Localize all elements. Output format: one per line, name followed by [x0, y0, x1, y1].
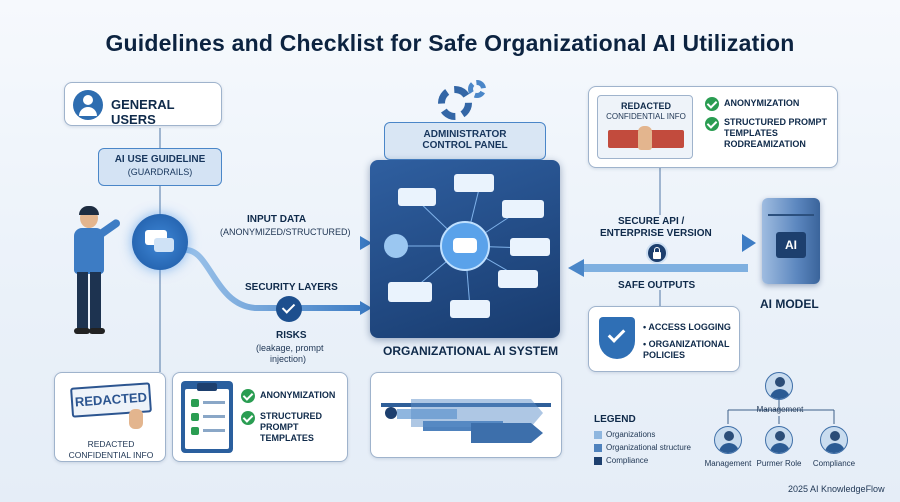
- top-right-items: ANONYMIZATION STRUCTURED PROMPT TEMPLATE…: [705, 97, 833, 150]
- guideline-label: AI USE GUIDELINE: [114, 154, 206, 165]
- risks-sub-2: injection): [270, 354, 307, 364]
- checklist-item-2: STRUCTURED PROMPT TEMPLATES: [241, 411, 345, 444]
- user-icon: [73, 90, 103, 120]
- purmer-role-avatar: [765, 426, 793, 454]
- safe-outputs-label: SAFE OUTPUTS: [618, 280, 696, 291]
- page-title: Guidelines and Checklist for Safe Organi…: [105, 30, 795, 56]
- gear-icon: [438, 86, 472, 120]
- shield-icon: [599, 317, 635, 359]
- security-check-icon: [276, 296, 302, 322]
- small-gear-icon: [468, 80, 486, 98]
- policy-item-1: • ACCESS LOGGING: [643, 322, 731, 332]
- redacted-line-2: CONFIDENTIAL INFO: [606, 112, 686, 121]
- redacted-card: REDACTED REDACTED CONFIDENTIAL INFO: [54, 372, 166, 462]
- checklist-card: ANONYMIZATION STRUCTURED PROMPT TEMPLATE…: [172, 372, 348, 462]
- checklist-item-1: ANONYMIZATION: [241, 389, 345, 403]
- redacted-line-1: REDACTED: [620, 101, 671, 111]
- pointing-hand-icon: [129, 409, 143, 429]
- check-icon: [241, 389, 255, 403]
- org-system-label: ORGANIZATIONAL AI SYSTEM: [383, 344, 559, 358]
- top-right-checklist-card: REDACTED CONFIDENTIAL INFO ANONYMIZATION…: [588, 86, 838, 168]
- redacted-doc-panel: REDACTED CONFIDENTIAL INFO: [597, 95, 693, 159]
- org-bottom-label-2: Purmer Role: [756, 459, 802, 468]
- policy-card: • ACCESS LOGGING • ORGANIZATIONAL POLICI…: [588, 306, 740, 372]
- legend: LEGEND Organizations Organizational stru…: [594, 414, 691, 466]
- person-figure: [62, 206, 122, 336]
- secure-api-line-2: ENTERPRISE VERSION: [600, 228, 712, 239]
- general-users-box: GENERAL USERS: [64, 82, 222, 127]
- legend-title: LEGEND: [594, 414, 636, 425]
- input-data-sub: (ANONYMIZED/STRUCTURED): [220, 227, 351, 237]
- legend-item-structure: Organizational structure: [594, 442, 691, 453]
- secure-api-line-1: SECURE API /: [618, 216, 685, 227]
- general-users-label: GENERAL USERS: [111, 97, 175, 127]
- timeline-card: [370, 372, 562, 458]
- risks-label: RISKS: [276, 330, 307, 341]
- top-right-item-1: ANONYMIZATION: [705, 97, 833, 111]
- org-top-label: Management: [756, 405, 804, 414]
- checklist-items: ANONYMIZATION STRUCTURED PROMPT TEMPLATE…: [241, 389, 345, 444]
- lock-icon: [646, 242, 668, 264]
- organizational-ai-system-panel: [370, 160, 560, 338]
- check-icon: [705, 97, 719, 111]
- ai-chip-label: AI: [776, 232, 806, 258]
- org-bottom-label-1: Management: [704, 459, 752, 468]
- check-icon: [241, 411, 255, 425]
- network-graph: [384, 174, 550, 318]
- management-avatar: [765, 372, 793, 400]
- check-icon: [705, 117, 719, 131]
- footer-credit: 2025 AI KnowledgeFlow: [788, 484, 885, 494]
- ai-model-server-icon: AI: [762, 198, 820, 284]
- input-data-label: INPUT DATA: [247, 214, 307, 225]
- policy-item-2: • ORGANIZATIONAL POLICIES: [643, 339, 730, 360]
- org-bottom-label-3: Compliance: [812, 459, 856, 468]
- admin-line-1: ADMINISTRATOR: [423, 129, 507, 140]
- top-right-item-2: STRUCTURED PROMPT TEMPLATES RODREAMIZATI…: [705, 117, 833, 150]
- ai-use-guideline-box: AI USE GUIDELINE (GUARDRAILS): [98, 148, 222, 186]
- compliance-avatar: [820, 426, 848, 454]
- legend-item-compliance: Compliance: [594, 455, 691, 466]
- hand-icon: [638, 126, 652, 150]
- redacted-card-line-1: REDACTED: [87, 439, 135, 449]
- admin-line-2: CONTROL PANEL: [422, 140, 508, 151]
- chat-bubble-icon: [132, 214, 188, 270]
- admin-control-panel: ADMINISTRATOR CONTROL PANEL: [384, 122, 546, 160]
- security-layers-label: SECURITY LAYERS: [245, 282, 338, 293]
- redacted-card-line-2: CONFIDENTIAL INFO: [68, 450, 154, 460]
- guideline-sub: (GUARDRAILS): [127, 167, 193, 177]
- legend-item-organizations: Organizations: [594, 429, 691, 440]
- management-avatar-2: [714, 426, 742, 454]
- clipboard-icon: [181, 381, 233, 453]
- timeline-graphic: [381, 399, 551, 443]
- ai-model-label: AI MODEL: [760, 297, 819, 311]
- risks-sub-1: (leakage, prompt: [256, 343, 324, 353]
